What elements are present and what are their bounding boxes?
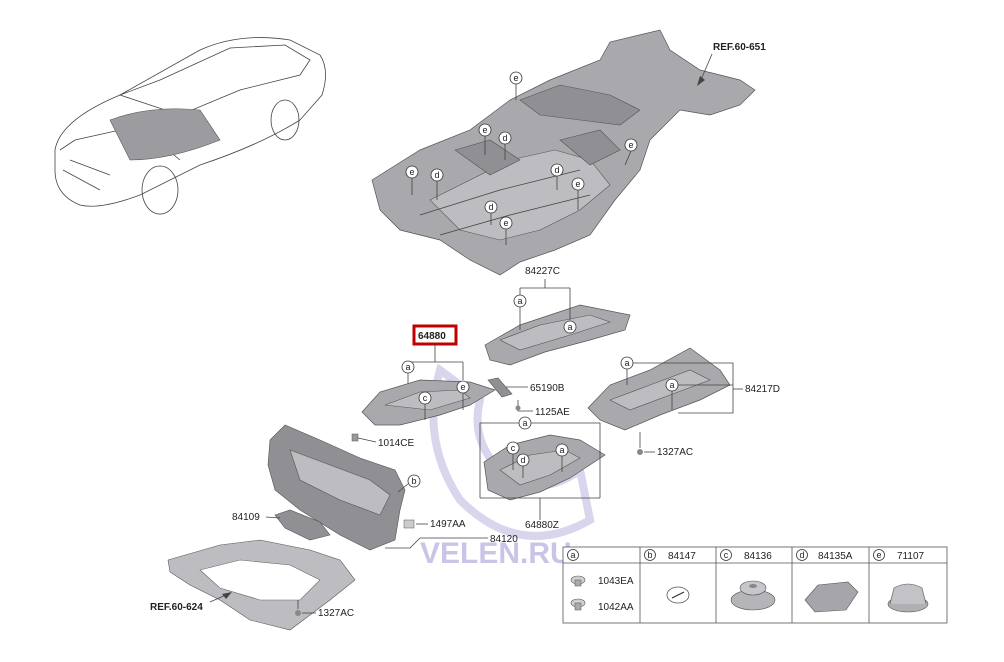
label-1327AC-right: 1327AC xyxy=(657,447,693,458)
legend-a-part-1: 1043EA xyxy=(598,576,634,587)
svg-text:a: a xyxy=(517,296,522,306)
svg-text:d: d xyxy=(502,133,507,143)
label-84109: 84109 xyxy=(232,512,260,523)
svg-text:a: a xyxy=(570,550,575,560)
part-84217D: a a 84217D 1327AC xyxy=(587,347,780,458)
svg-text:a: a xyxy=(559,445,564,455)
ref-bottom-label: REF.60-624 xyxy=(150,602,203,613)
svg-text:e: e xyxy=(409,167,414,177)
label-84227C: 84227C xyxy=(525,266,560,277)
label-64880Z: 64880Z xyxy=(525,520,559,531)
label-84217D: 84217D xyxy=(745,384,780,395)
svg-text:e: e xyxy=(876,550,881,560)
legend-d-part: 84135A xyxy=(818,551,853,562)
svg-text:a: a xyxy=(405,362,410,372)
label-64880: 64880 xyxy=(418,331,446,342)
svg-text:e: e xyxy=(513,73,518,83)
legend-a-part-2: 1042AA xyxy=(598,602,634,613)
svg-text:d: d xyxy=(434,170,439,180)
label-1497AA: 1497AA xyxy=(430,519,466,530)
svg-text:d: d xyxy=(520,455,525,465)
car-illustration xyxy=(54,37,326,215)
label-1125AE: 1125AE xyxy=(535,407,570,418)
part-84120: b 1497AA 84120 xyxy=(267,424,518,551)
legend-cell-b: b 84147 xyxy=(644,549,696,604)
svg-text:b: b xyxy=(647,550,652,560)
label-1327AC-bottom: 1327AC xyxy=(318,608,354,619)
svg-text:e: e xyxy=(482,125,487,135)
part-64880: 64880 a c e 1014CE xyxy=(351,324,496,449)
ref-top-callout: REF.60-651 xyxy=(697,42,766,86)
svg-text:c: c xyxy=(724,550,729,560)
svg-text:a: a xyxy=(522,418,527,428)
legend-table: a 1043EA 1042AA b 84147 c 84136 d 84135A xyxy=(562,546,948,624)
legend-b-part: 84147 xyxy=(668,551,696,562)
floor-panel-main xyxy=(371,29,756,276)
svg-text:d: d xyxy=(554,165,559,175)
svg-text:a: a xyxy=(567,322,572,332)
subframe: REF.60-624 1327AC xyxy=(150,539,356,631)
part-65190B: 65190B 1125AE xyxy=(487,377,570,418)
part-84227C: 84227C a a xyxy=(484,266,631,366)
watermark: VELEN.RU xyxy=(420,363,595,570)
label-84120: 84120 xyxy=(490,534,518,545)
svg-text:e: e xyxy=(628,140,633,150)
svg-text:c: c xyxy=(423,393,428,403)
svg-text:a: a xyxy=(624,358,629,368)
part-84109: 84109 xyxy=(232,509,331,541)
watermark-text: VELEN.RU xyxy=(420,537,572,570)
ref-top-label: REF.60-651 xyxy=(713,42,766,53)
part-64880Z: a c d a 64880Z xyxy=(479,416,606,531)
legend-e-part: 71107 xyxy=(897,551,925,562)
legend-cell-c: c 84136 xyxy=(720,549,776,611)
svg-text:b: b xyxy=(411,476,416,486)
legend-cell-e: e 71107 xyxy=(873,549,929,613)
svg-text:e: e xyxy=(503,218,508,228)
svg-text:d: d xyxy=(799,550,804,560)
svg-text:a: a xyxy=(669,380,674,390)
svg-text:e: e xyxy=(460,382,465,392)
label-65190B: 65190B xyxy=(530,383,565,394)
legend-c-part: 84136 xyxy=(744,551,772,562)
label-1014CE: 1014CE xyxy=(378,438,414,449)
legend-cell-d: d 84135A xyxy=(796,549,859,613)
legend-cell-a: a 1043EA 1042AA xyxy=(567,549,634,613)
svg-text:d: d xyxy=(488,202,493,212)
svg-text:c: c xyxy=(511,443,516,453)
floor-callouts: e e d e e d d e d e xyxy=(405,71,638,245)
svg-text:e: e xyxy=(575,179,580,189)
